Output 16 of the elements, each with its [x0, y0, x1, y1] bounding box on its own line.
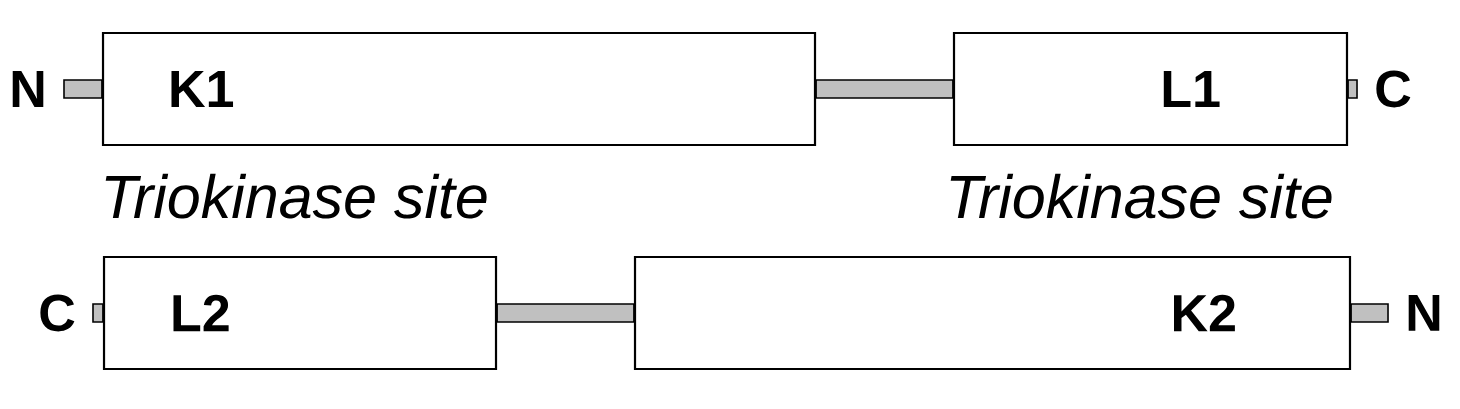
domain-caption: Triokinase site [105, 173, 487, 219]
terminus-label: C [1376, 70, 1411, 108]
domain-box: L2 [102, 255, 498, 371]
terminus-label: C [40, 294, 75, 332]
linker-bar [815, 79, 954, 99]
linker-bar [63, 79, 103, 99]
linker-bar [92, 303, 104, 323]
domain-caption: Triokinase site [950, 173, 1332, 219]
domain-box: K1 [101, 31, 817, 147]
domain-box: K2 [633, 255, 1352, 371]
linker-bar [1347, 79, 1358, 99]
linker-bar [496, 303, 635, 323]
linker-bar [1350, 303, 1389, 323]
terminus-label: N [12, 71, 44, 107]
terminus-label: N [1408, 295, 1440, 331]
domain-box: L1 [952, 31, 1349, 147]
